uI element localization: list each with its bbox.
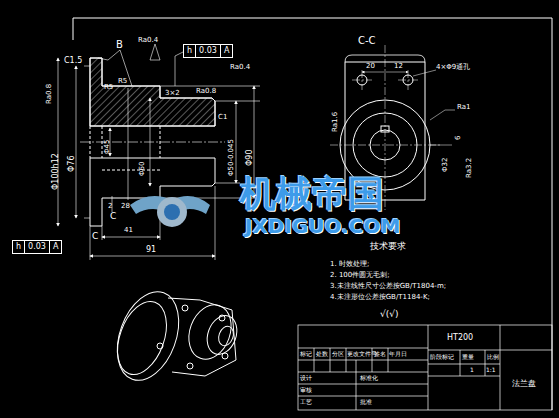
title-block-cell: 1:1 — [486, 367, 496, 373]
title-block-cell: 标记 — [300, 351, 312, 357]
dimension-label: R5 — [104, 84, 113, 91]
dimension-label: Φ50-0.045 — [228, 139, 235, 176]
title-block-cell: 年月日 — [389, 351, 407, 357]
dimension-label: 3×2 — [165, 90, 180, 97]
title-block-cell: 阶段标记 — [430, 354, 454, 360]
title-block-cell: 1 — [470, 367, 474, 373]
dimension-label: Ra1 — [457, 104, 470, 111]
title-block-cell: 分区 — [332, 351, 344, 357]
tolerance-cell: 0.03 — [24, 241, 49, 253]
dimension-label: Ra1.6 — [332, 112, 339, 132]
dimension-label: Φ90 — [246, 150, 254, 166]
dimension-label: Φ100h12 — [52, 153, 60, 190]
dimension-label: R5 — [118, 78, 127, 85]
dimension-label: 4×Φ9通孔 — [436, 64, 470, 71]
dimension-label: 12 — [394, 63, 403, 70]
dimension-label: C — [110, 212, 116, 221]
dimension-label: 2 — [108, 203, 112, 210]
dimension-label: √(√) — [380, 310, 399, 319]
dimension-label: Φ60 — [139, 162, 146, 176]
tolerance-frame: h0.03A — [12, 240, 62, 254]
tolerance-frame: h0.03A — [183, 44, 233, 58]
title-block-cell: 签名 — [374, 351, 386, 357]
dimension-label: 4.未注形位公差按GB/T1184-K; — [330, 294, 430, 301]
title-block-cell: 重量 — [462, 354, 474, 360]
title-block-cell: 标准化 — [360, 375, 378, 381]
tolerance-cell: h — [184, 45, 195, 57]
dimension-label: Ra3.2 — [466, 158, 473, 178]
tolerance-cell: h — [13, 241, 24, 253]
watermark: JXDIGUO.COM — [245, 216, 400, 236]
title-block-cell: 设计 — [300, 375, 312, 381]
tolerance-cell: A — [220, 45, 232, 57]
dimension-label: 6 — [455, 136, 462, 140]
tolerance-cell: 0.03 — [195, 45, 220, 57]
dimension-label: C — [92, 232, 98, 241]
dimension-label: B — [116, 40, 123, 50]
dimension-label: C1.5 — [64, 57, 82, 65]
dimension-label: C1 — [218, 114, 227, 121]
dimension-label: 技术要求 — [370, 242, 406, 251]
title-block-cell: 比例 — [487, 354, 499, 360]
dimension-label: Ra0.4 — [230, 64, 250, 71]
title-block-cell: 批准 — [360, 399, 372, 405]
title-block-cell: 法兰盘 — [512, 380, 536, 388]
dimension-label: 2. 100件圆无毛刺; — [330, 272, 390, 279]
dimension-label: Φ45 — [104, 140, 111, 154]
watermark: 机械帝国 — [240, 176, 384, 212]
dimension-label: 3.未注线性尺寸公差按GB/T1804-m; — [330, 283, 446, 290]
dimension-label: 41 — [124, 227, 133, 234]
dimension-label: 91 — [146, 246, 156, 254]
dimension-label: 1. 时效处理; — [330, 261, 369, 268]
dimension-label: 28 — [121, 203, 130, 210]
title-block-cell: 工艺 — [300, 399, 312, 405]
title-block-cell: HT200 — [447, 334, 473, 342]
title-block-cell: 审核 — [300, 387, 312, 393]
dimension-label: Ra0.8 — [46, 84, 53, 104]
title-block-cell: 更改文件号 — [347, 351, 377, 357]
dimension-label: Ra0.8 — [196, 88, 216, 95]
dimension-label: 20 — [366, 63, 375, 70]
dimension-label: Φ76 — [68, 156, 76, 172]
dimension-label: Φ32 — [442, 158, 449, 172]
dimension-label: Ra0.4 — [138, 37, 158, 44]
title-block-cell: 处数 — [316, 351, 328, 357]
dimension-label: C-C — [358, 36, 376, 46]
tolerance-cell: A — [49, 241, 61, 253]
